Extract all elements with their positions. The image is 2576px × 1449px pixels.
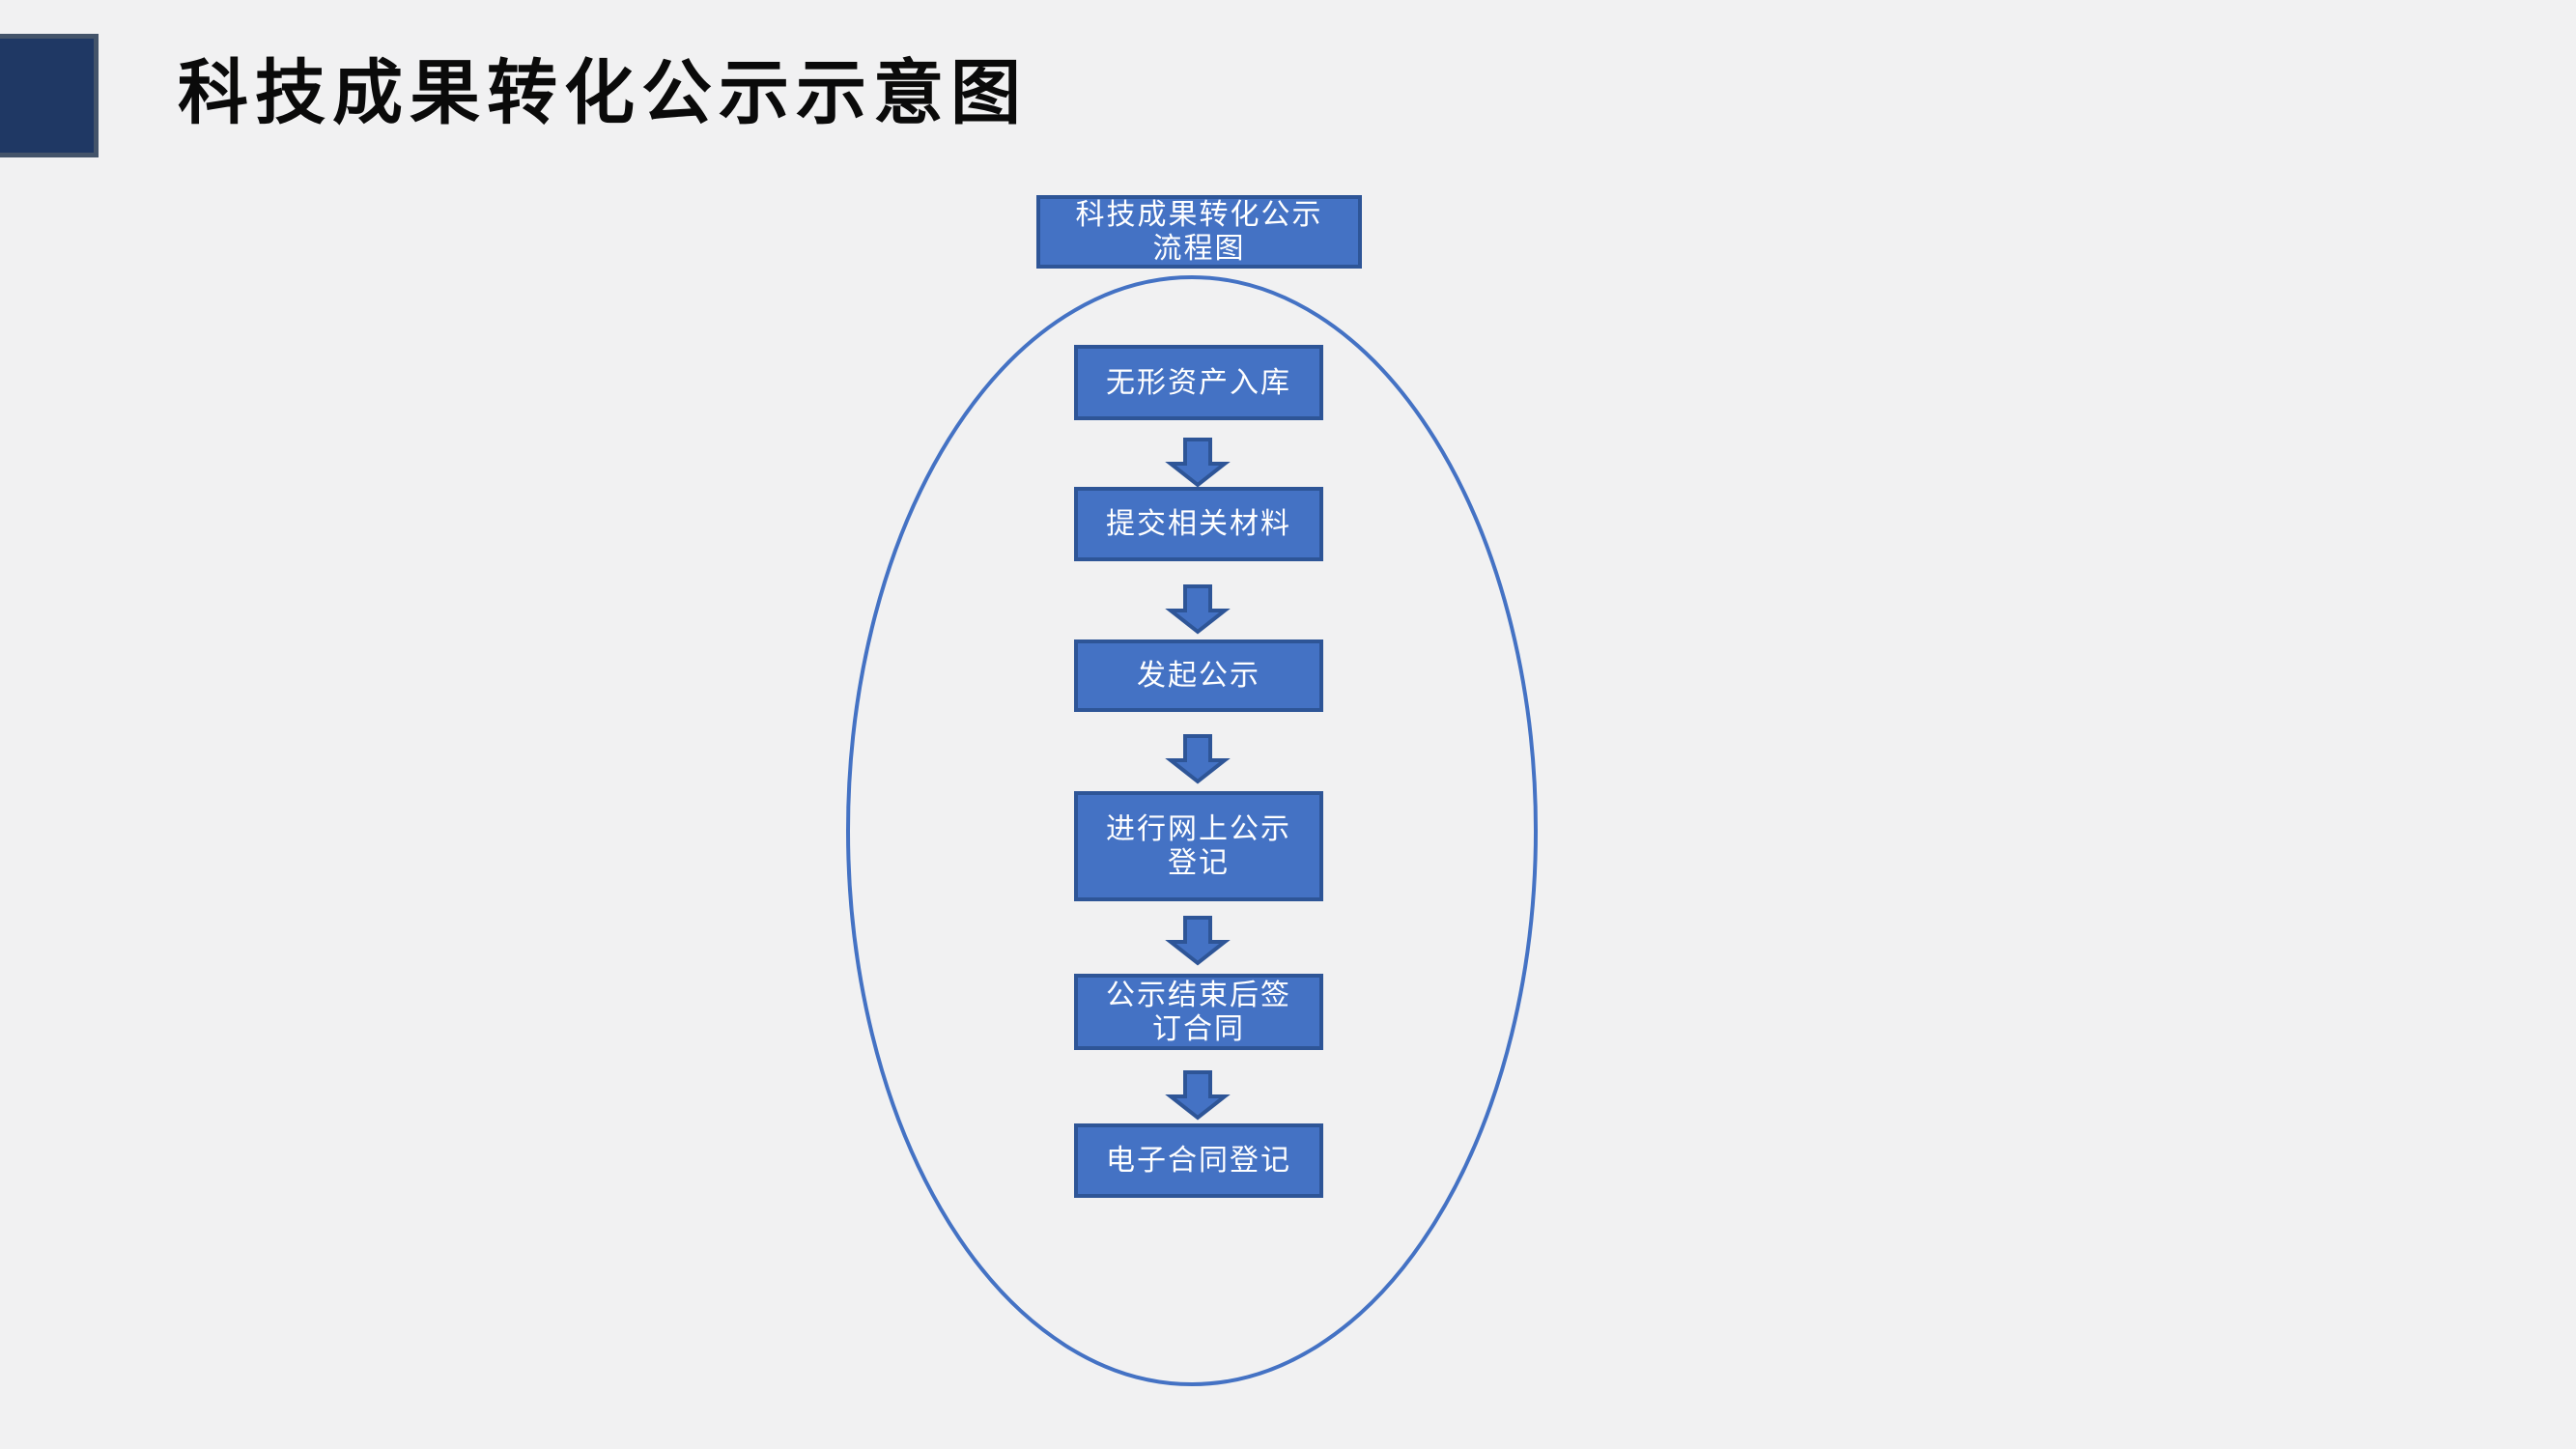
flow-header-label: 科技成果转化公示 流程图 xyxy=(1075,199,1323,265)
flow-step-label: 提交相关材料 xyxy=(1106,508,1291,540)
flow-arrow-down-icon xyxy=(1165,916,1231,966)
flow-arrow-down-icon xyxy=(1165,1070,1231,1121)
flow-step-box-4: 进行网上公示 登记 xyxy=(1074,791,1323,901)
flow-header-box: 科技成果转化公示 流程图 xyxy=(1036,195,1362,269)
flow-step-label: 进行网上公示 登记 xyxy=(1106,813,1291,879)
flow-step-label: 电子合同登记 xyxy=(1106,1145,1291,1177)
flow-arrow-down-icon xyxy=(1165,584,1231,635)
flow-step-box-6: 电子合同登记 xyxy=(1074,1123,1323,1198)
flow-step-label: 无形资产入库 xyxy=(1106,366,1291,399)
flow-step-box-3: 发起公示 xyxy=(1074,639,1323,712)
flow-arrow-down-icon xyxy=(1165,734,1231,784)
flow-arrow-down-icon xyxy=(1165,438,1231,488)
flow-step-label: 公示结束后签 订合同 xyxy=(1106,979,1291,1045)
flow-step-box-5: 公示结束后签 订合同 xyxy=(1074,974,1323,1050)
flow-step-box-1: 无形资产入库 xyxy=(1074,345,1323,420)
flow-step-box-2: 提交相关材料 xyxy=(1074,487,1323,561)
flow-step-label: 发起公示 xyxy=(1137,660,1260,692)
page-title: 科技成果转化公示示意图 xyxy=(178,54,1028,132)
accent-square xyxy=(0,34,99,157)
